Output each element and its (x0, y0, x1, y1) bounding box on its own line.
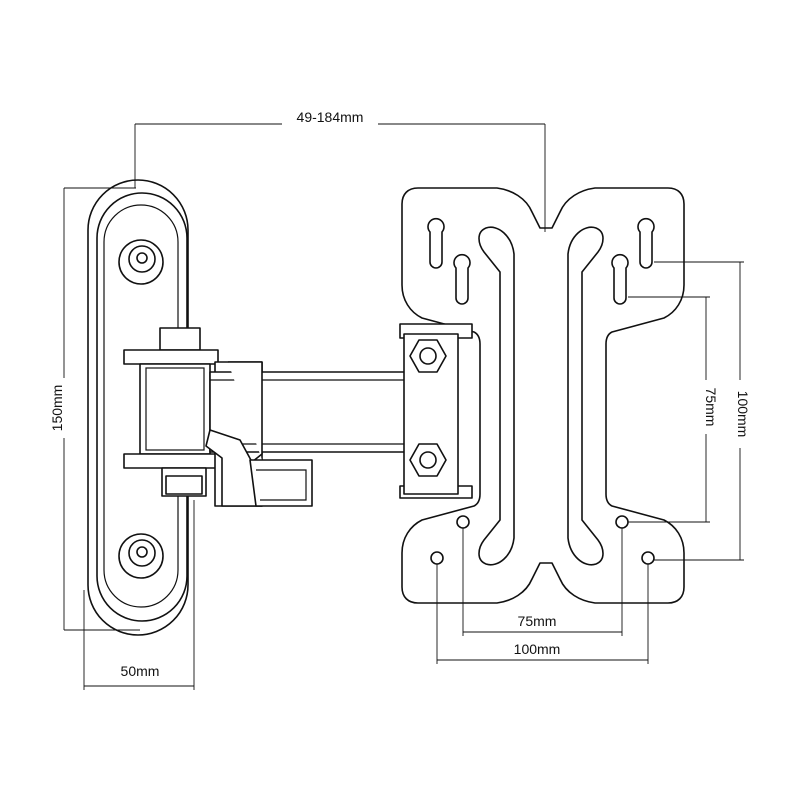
vesa-hole-icon (615, 515, 629, 529)
keyhole-slot-icon (427, 217, 445, 269)
pivot-hinge (123, 327, 219, 497)
head-bracket (399, 323, 473, 499)
keyhole-slot-icon (637, 217, 655, 269)
hinge-bolt-top (159, 327, 201, 351)
arm-clip (205, 361, 263, 507)
cable-hook (249, 459, 313, 507)
arm-extension-label: 49-184mm (297, 109, 364, 125)
vesa-horizontal-large-label: 100mm (514, 641, 561, 657)
wall-plate-width-label: 50mm (121, 663, 160, 679)
vesa-vertical-large-label: 100mm (735, 391, 751, 438)
keyhole-slot-icon (611, 253, 629, 305)
wall-plate (87, 179, 189, 636)
vesa-hole-icon (430, 551, 444, 565)
keyhole-slot-icon (453, 253, 471, 305)
vesa-rib-left (478, 226, 515, 566)
hinge-knuckle (139, 363, 211, 455)
dimension-labels: 49-184mm 150mm 50mm 100mm 75mm 75mm 100m… (49, 108, 752, 679)
vesa-hole-icon (641, 551, 655, 565)
wall-plate-inner-edge (103, 204, 179, 608)
hinge-flange-top (123, 349, 219, 365)
vesa-hole-icon (456, 515, 470, 529)
vesa-plate (401, 187, 685, 604)
vesa-rib-right (567, 226, 604, 566)
wall-plate-height-label: 150mm (49, 385, 65, 432)
hinge-flange-bottom (123, 453, 219, 469)
vesa-vertical-small-label: 75mm (703, 388, 719, 427)
extension-arm (205, 361, 409, 507)
vesa-horizontal-small-label: 75mm (518, 613, 557, 629)
